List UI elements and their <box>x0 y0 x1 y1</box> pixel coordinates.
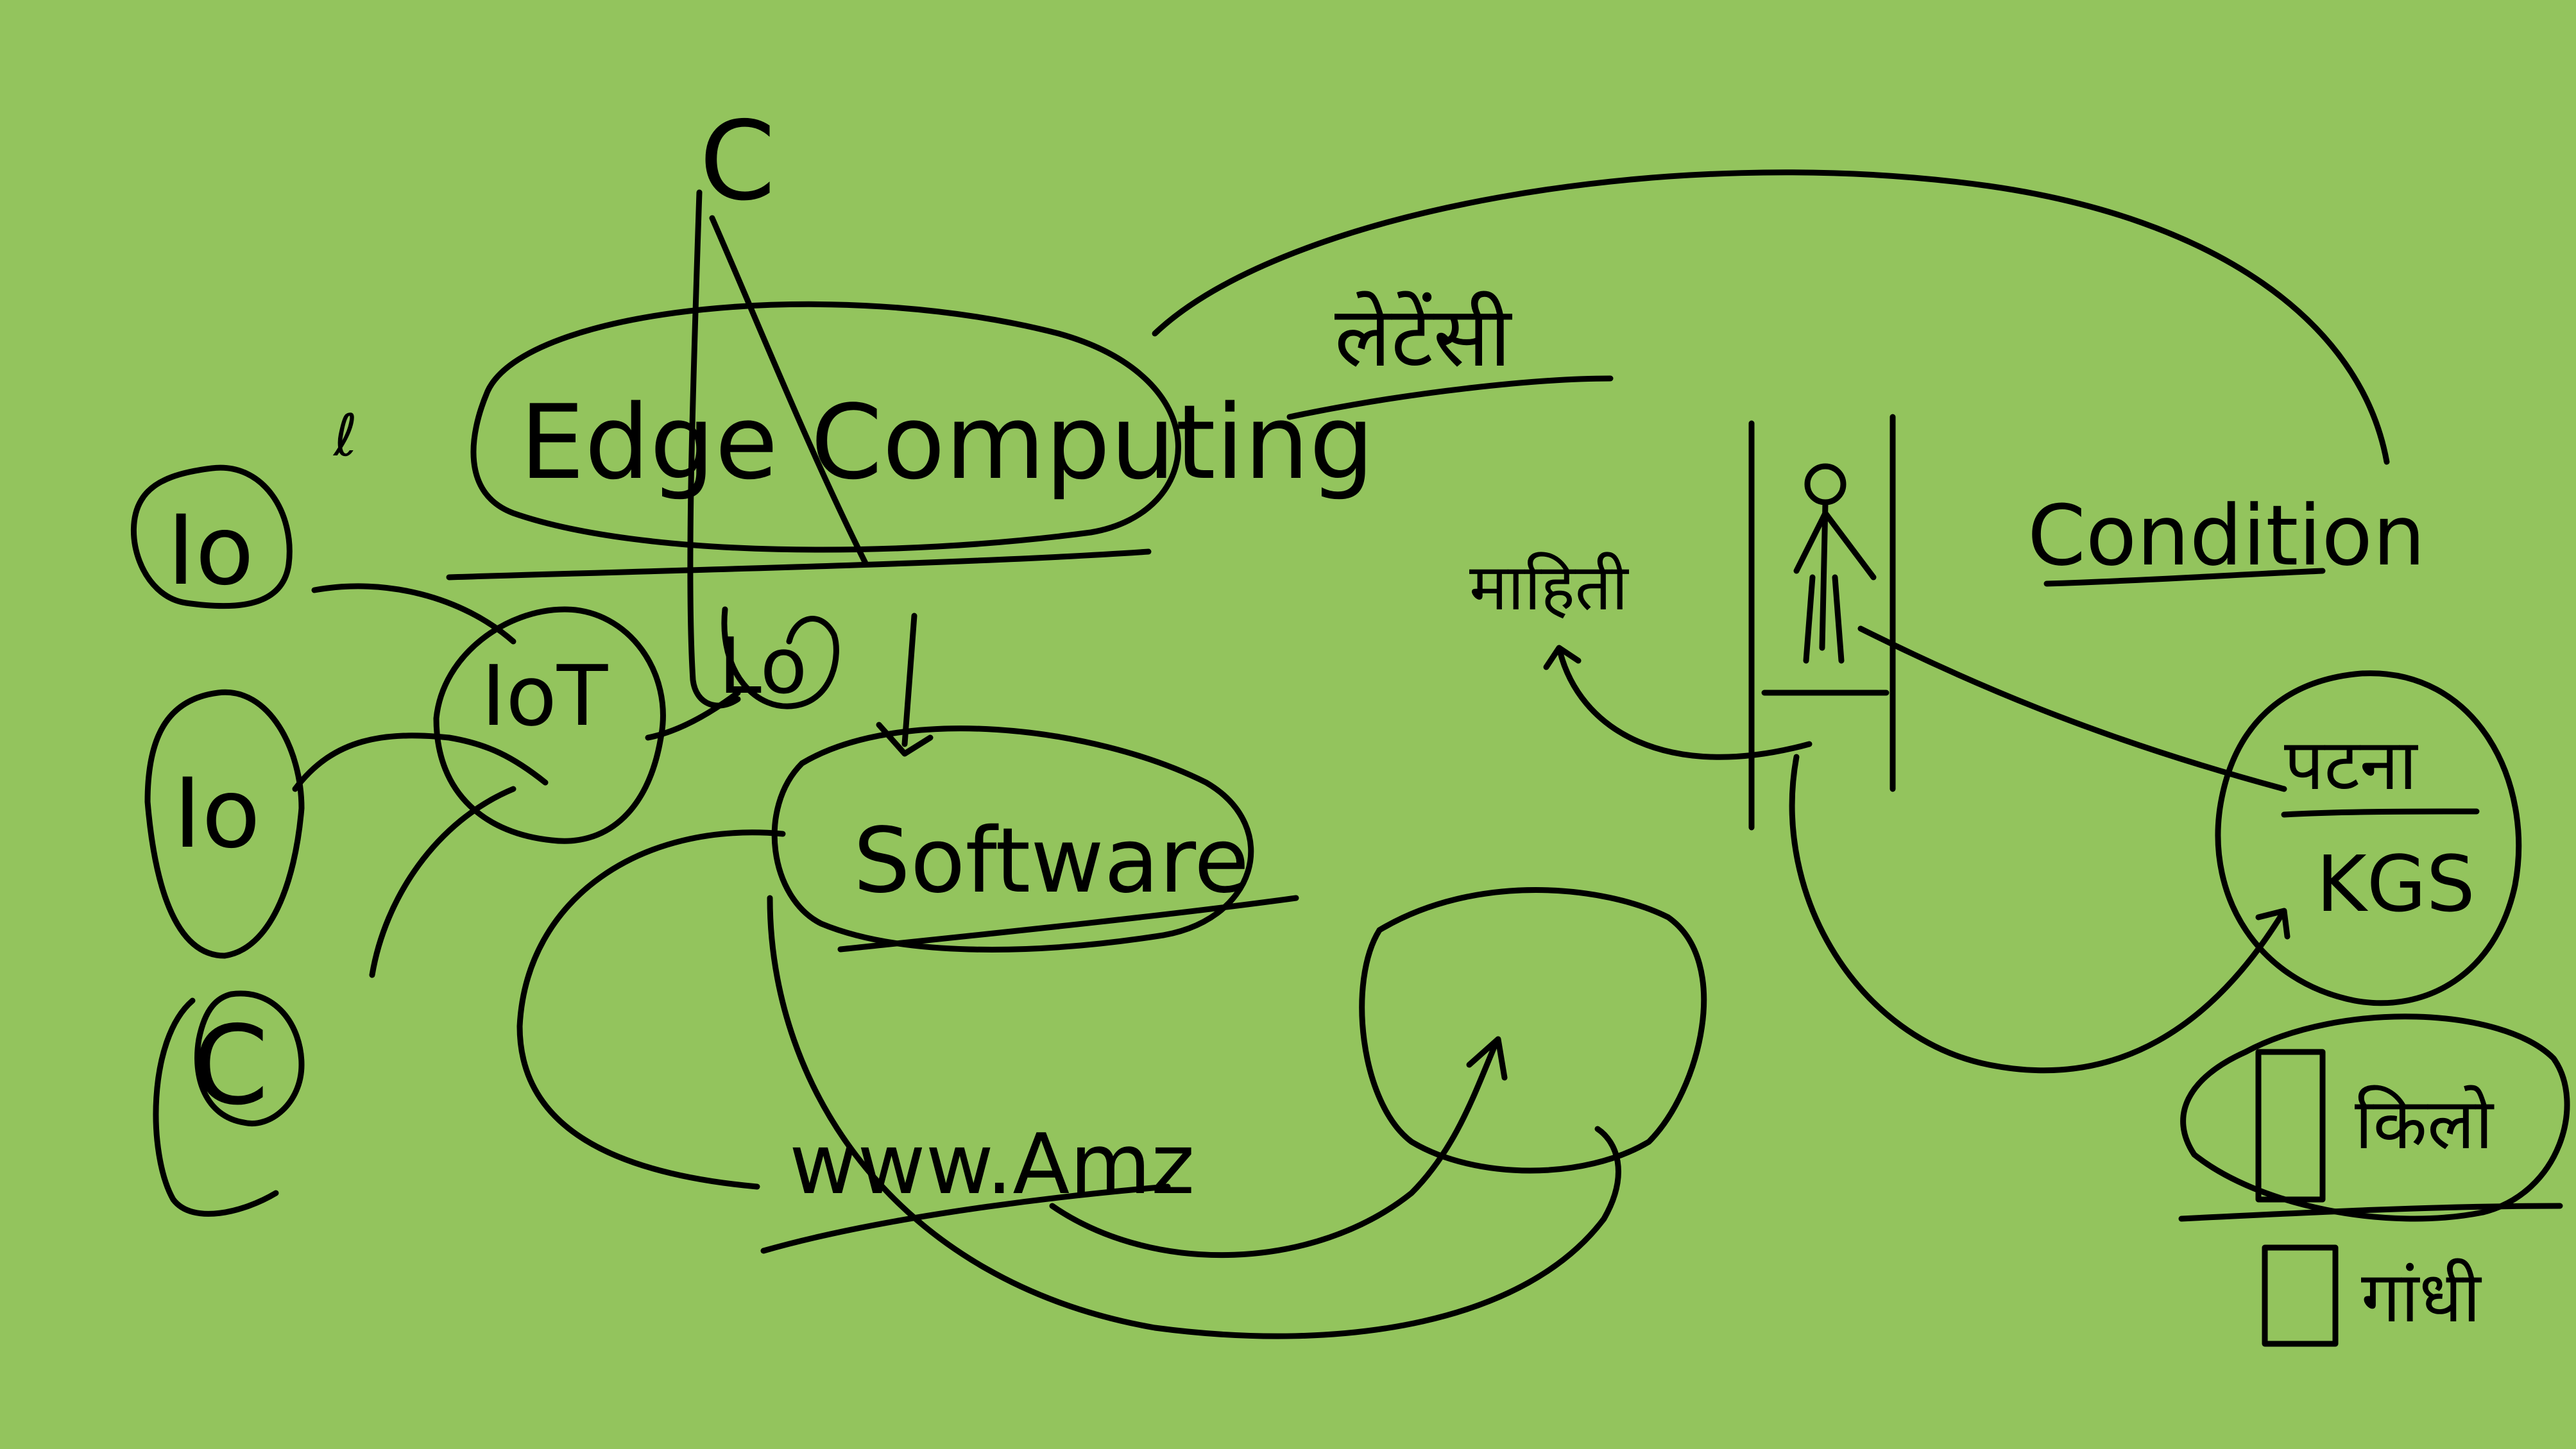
software-to-website-arc <box>516 829 786 1190</box>
person-frame <box>1748 414 1896 831</box>
top-connecting-arc <box>1152 169 2390 465</box>
iot-circle <box>433 606 666 844</box>
small-mark-label: ℓ <box>332 402 357 470</box>
latency-label: लेटेंसी <box>1335 288 1513 386</box>
c-circle <box>194 990 305 1126</box>
frame-to-kgs-arc <box>1789 754 2290 1074</box>
patna-label: पटना <box>2284 724 2419 806</box>
software-ellipse <box>771 725 1254 953</box>
c-to-iot-arrow <box>369 786 516 978</box>
patna-kgs-circle <box>2215 670 2522 1006</box>
io-circle-2-label: Io <box>173 758 260 870</box>
person-to-info-arrow <box>1543 645 1813 760</box>
io1-to-iot-arrow <box>311 583 516 645</box>
website-to-cloud-arrow <box>1049 1036 1508 1258</box>
door-rectangle <box>2255 1049 2326 1203</box>
c-outer-arc <box>153 997 279 1217</box>
io-circle-2 <box>144 689 305 959</box>
kgs-label: KGS <box>2316 840 2475 929</box>
condition-label: Condition <box>2027 487 2425 584</box>
loop-connector <box>645 690 741 741</box>
iot-label: IoT <box>481 647 608 745</box>
software-underline <box>837 895 1299 953</box>
c-circle-label: C <box>192 1003 269 1130</box>
vertical-pointer-line <box>687 189 741 709</box>
info-label: माहिती <box>1469 550 1630 625</box>
person-body <box>1793 500 1877 664</box>
lower-big-curve <box>767 895 1621 1339</box>
condition-underline <box>2043 568 2326 587</box>
cloud-blob <box>1359 887 1707 1174</box>
website-label: www.Amz <box>789 1115 1195 1213</box>
patna-kgs-divider <box>2281 808 2480 818</box>
edge-computing-underline <box>446 548 1152 580</box>
c-marker-label: C <box>699 98 776 225</box>
edge-computing-ellipse <box>470 301 1181 553</box>
io-circle-1-label: Io <box>167 495 254 607</box>
bottom-square <box>2262 1244 2339 1347</box>
website-underline <box>760 1183 1171 1254</box>
loop-label: Lo <box>719 622 807 711</box>
loop-icon-shape <box>721 606 839 709</box>
right-hindi-label-2: गांधी <box>2361 1256 2482 1338</box>
software-label: Software <box>853 809 1249 913</box>
edge-computing-label: Edge Computing <box>520 382 1374 502</box>
person-to-patna-line <box>1857 625 2287 792</box>
lower-right-underline <box>2178 1203 2563 1222</box>
io2-to-iot-arrow <box>292 733 549 792</box>
io-circle-1 <box>130 464 293 609</box>
diagonal-line <box>709 215 869 568</box>
right-hindi-label-1: किलो <box>2355 1083 2495 1165</box>
latency-underline <box>1286 375 1614 420</box>
